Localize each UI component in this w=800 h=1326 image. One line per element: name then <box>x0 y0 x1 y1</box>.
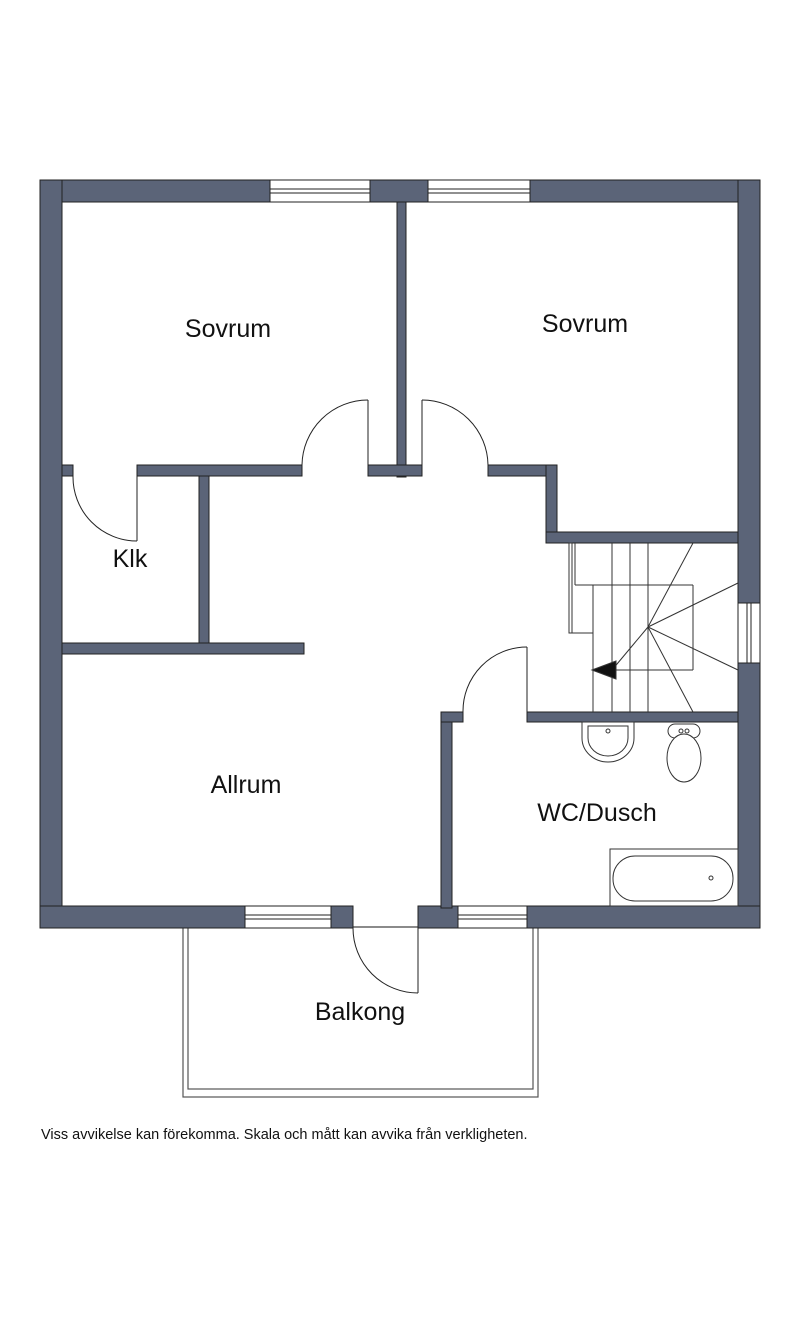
window-top-right <box>427 179 531 203</box>
bathroom-fixtures <box>581 721 739 907</box>
doors <box>72 399 528 994</box>
disclaimer-text: Viss avvikelse kan förekomma. Skala och … <box>41 1127 528 1143</box>
window-top-left <box>269 179 371 203</box>
room-label-balcony: Balkong <box>315 998 405 1026</box>
door-closet <box>72 475 138 542</box>
room-label-bedroom-right: Sovrum <box>542 310 628 338</box>
staircase <box>568 542 739 713</box>
room-label-closet: Klk <box>113 545 148 573</box>
windows <box>244 179 761 929</box>
room-labels: Sovrum Sovrum Klk Allrum WC/Dusch Balkon… <box>113 310 657 1026</box>
room-label-bathroom: WC/Dusch <box>537 799 656 827</box>
balcony <box>182 926 539 1098</box>
room-label-bedroom-left: Sovrum <box>185 315 271 343</box>
stair-direction-arrow-icon <box>590 660 617 680</box>
window-bottom-allrum <box>244 905 332 929</box>
sink-icon <box>581 721 635 763</box>
window-right-stair <box>737 602 761 664</box>
toilet-icon <box>666 723 702 783</box>
room-label-living-room: Allrum <box>211 771 282 799</box>
door-bathroom <box>462 646 528 713</box>
bathtub-icon <box>609 848 739 907</box>
door-balcony <box>352 927 419 994</box>
door-bedroom-left <box>301 399 369 466</box>
door-bedroom-right <box>421 399 489 466</box>
window-bottom-bathroom <box>457 905 528 929</box>
